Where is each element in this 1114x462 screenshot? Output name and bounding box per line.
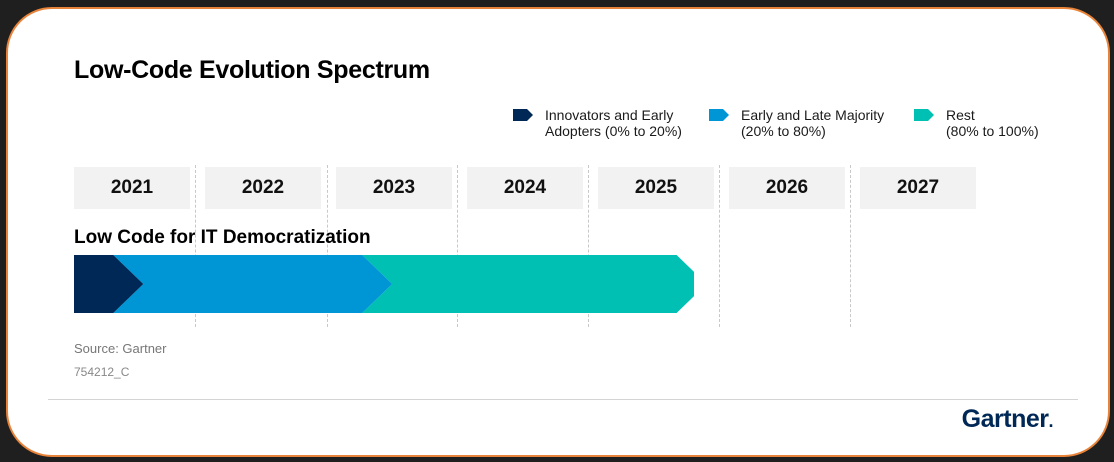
spectrum-segment-1 xyxy=(74,255,144,313)
year-divider xyxy=(588,165,589,327)
year-2023: 2023 xyxy=(336,167,452,209)
year-divider xyxy=(850,165,851,327)
legend-majority-line1: Early and Late Majority xyxy=(741,107,885,123)
year-2027: 2027 xyxy=(860,167,976,209)
gartner-logo: Gartner. xyxy=(961,405,1054,433)
year-divider xyxy=(195,165,196,327)
year-2024: 2024 xyxy=(467,167,583,209)
spectrum-segment-3 xyxy=(362,255,694,313)
legend-majority-line2: (20% to 80%) xyxy=(741,123,826,139)
year-2021: 2021 xyxy=(74,167,190,209)
row-label: Low Code for IT Democratization xyxy=(74,227,371,248)
legend-rest-line1: Rest xyxy=(946,107,975,123)
chart-title: Low-Code Evolution Spectrum xyxy=(74,56,430,84)
legend-rest: Rest(80% to 100%) xyxy=(914,107,1039,139)
legend-rest-line2: (80% to 100%) xyxy=(946,123,1039,139)
legend-swatch-innovators xyxy=(513,109,533,121)
footer-divider xyxy=(48,399,1078,400)
brand-name: Gartner xyxy=(961,405,1049,433)
legend-swatch-majority xyxy=(709,109,729,121)
year-2022: 2022 xyxy=(205,167,321,209)
spectrum-bar xyxy=(74,255,694,313)
legend-innovators-line1: Innovators and Early xyxy=(545,107,674,123)
figure-code: 754212_C xyxy=(74,365,130,379)
legend-innovators-line2: Adopters (0% to 20%) xyxy=(545,123,682,139)
year-2026: 2026 xyxy=(729,167,845,209)
source-note: Source: Gartner xyxy=(74,341,167,356)
legend-swatch-rest xyxy=(914,109,934,121)
year-divider xyxy=(719,165,720,327)
spectrum-segment-2 xyxy=(113,255,393,313)
year-2025: 2025 xyxy=(598,167,714,209)
year-divider xyxy=(457,165,458,327)
legend-majority: Early and Late Majority(20% to 80%) xyxy=(709,107,884,139)
year-divider xyxy=(327,165,328,327)
chart-card: Low-Code Evolution Spectrum Innovators a… xyxy=(6,7,1110,457)
